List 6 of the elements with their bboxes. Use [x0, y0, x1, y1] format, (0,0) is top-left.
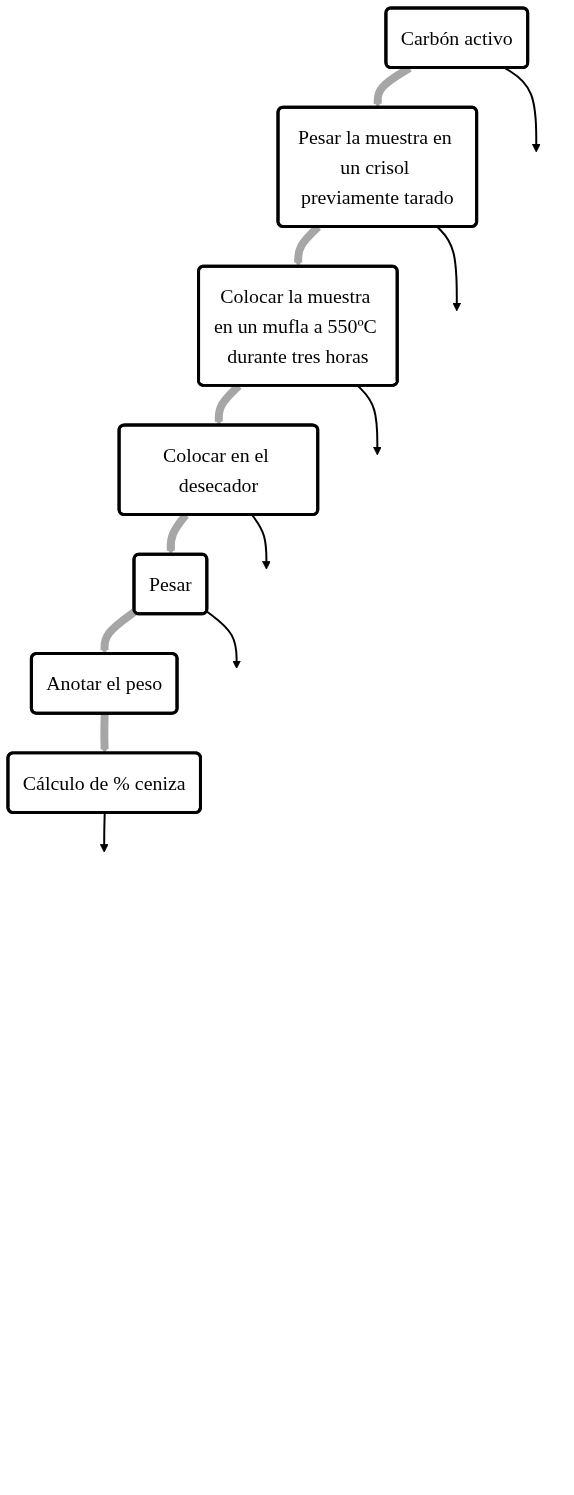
arrow [99, 812, 109, 853]
arrow [100, 608, 138, 655]
arrow [100, 712, 109, 754]
arrow [251, 514, 271, 570]
arrow [503, 67, 541, 153]
arrow [205, 610, 241, 669]
